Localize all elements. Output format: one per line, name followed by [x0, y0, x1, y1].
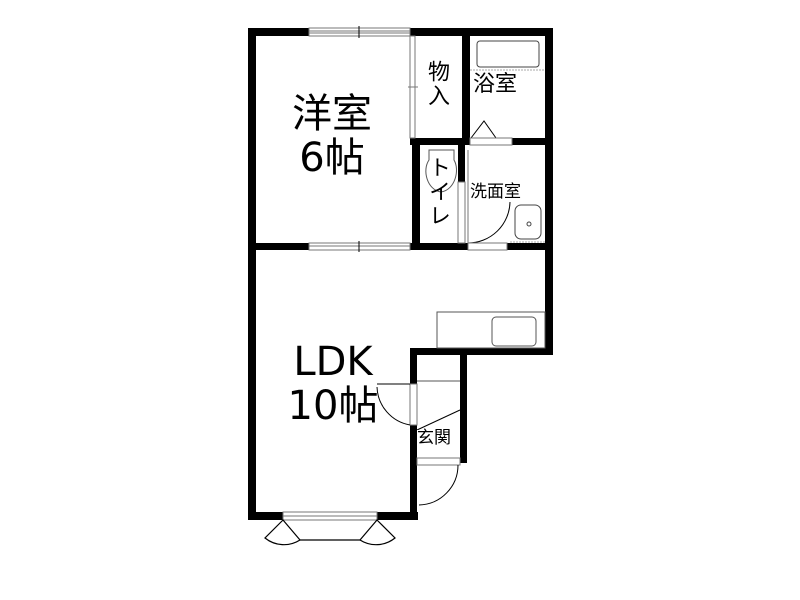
room-label-ldk: LDK 10帖	[278, 342, 388, 426]
fixtures	[376, 40, 546, 506]
window-swing-left	[264, 519, 301, 546]
room-label-western: 洋室 6帖	[282, 94, 382, 178]
wall-kitchen-step	[410, 348, 553, 355]
room-label-toilet: トイレ	[425, 156, 450, 228]
room-label-entrance: 玄関	[417, 428, 451, 448]
wash-basin	[514, 204, 542, 240]
toilet-bowl	[425, 149, 457, 193]
wall-entrance-right	[460, 348, 467, 463]
wall-bottom-right	[377, 512, 418, 520]
wall-under-closet	[410, 138, 470, 145]
window-swing-right	[359, 519, 396, 546]
walls	[248, 28, 553, 520]
toilet-door	[457, 181, 466, 244]
wall-entrance-left-lower	[410, 425, 417, 520]
wall-top-left	[248, 28, 309, 36]
wall-washroom-bottom	[507, 243, 552, 250]
wall-western-ldk-left	[248, 243, 309, 250]
bath-door-swing	[470, 120, 497, 139]
room-size-ldk: 10帖	[287, 383, 379, 429]
ldk-door-swing	[376, 383, 411, 426]
windows	[282, 26, 418, 521]
front-door-frame	[416, 457, 461, 466]
kitchen-counter	[436, 311, 546, 349]
wall-bottom-left	[248, 512, 283, 520]
wall-toilet-right	[458, 138, 465, 182]
wall-under-bath	[512, 138, 552, 145]
wall-entrance-left-upper	[410, 348, 417, 384]
wall-top-right	[410, 28, 552, 36]
wall-left	[248, 28, 256, 520]
shoe-rack-line	[416, 409, 461, 431]
wall-right	[545, 28, 553, 355]
room-name-western: 洋室	[292, 91, 372, 137]
room-label-closet: 物入	[424, 60, 449, 108]
room-name-ldk: LDK	[293, 339, 373, 385]
ldk-door	[409, 383, 418, 426]
wall-toilet-left	[412, 138, 420, 250]
wall-toilet-bottom	[410, 243, 468, 250]
room-label-bathroom: 浴室	[473, 72, 518, 97]
drain	[526, 221, 532, 227]
bathtub	[476, 40, 540, 68]
room-label-washroom: 洗面室	[470, 182, 521, 202]
room-size-western: 6帖	[299, 135, 365, 181]
bottom-window-swings	[264, 519, 396, 546]
kitchen-sink	[491, 316, 537, 347]
front-door-swing	[418, 464, 459, 506]
washroom-opening	[467, 242, 508, 251]
washroom-door-swing	[467, 201, 511, 244]
bath-door	[469, 137, 513, 146]
wall-closet-bath	[462, 28, 470, 145]
